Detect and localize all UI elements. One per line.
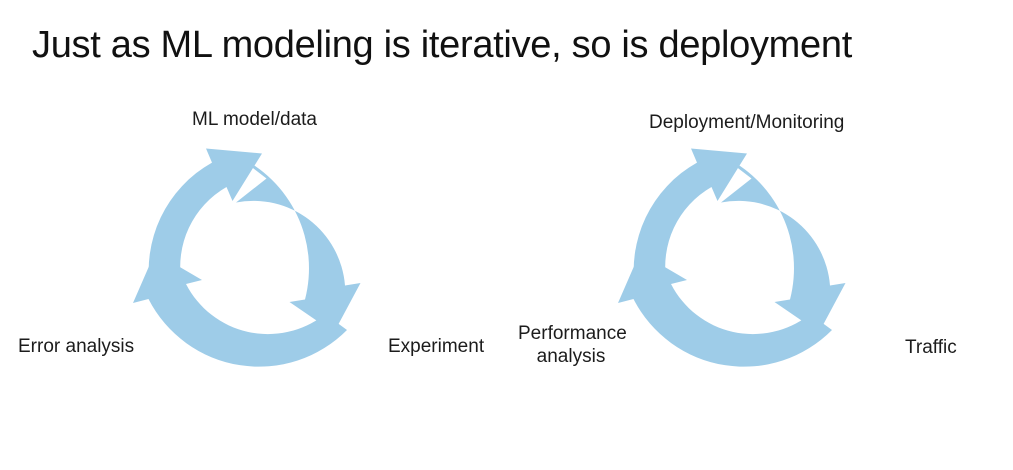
arrow-segment-right bbox=[236, 155, 361, 333]
cycle-label-left: Error analysis bbox=[18, 336, 135, 357]
page-title: Just as ML modeling is iterative, so is … bbox=[32, 24, 852, 66]
ml-modeling-cycle-diagram: ML model/data Experiment Error analysis bbox=[0, 100, 500, 430]
arrow-segment-top bbox=[633, 148, 747, 292]
cycle-label-right: Experiment bbox=[388, 336, 485, 357]
arrow-segment-left bbox=[133, 252, 347, 367]
cycle-label-left: Performance analysis bbox=[518, 322, 627, 368]
cycle-label-left-line1: Performance bbox=[518, 323, 627, 344]
cycle-ring bbox=[133, 148, 361, 367]
deployment-cycle-diagram: Deployment/Monitoring Traffic Performanc… bbox=[500, 100, 1000, 430]
cycle-label-top: ML model/data bbox=[192, 109, 317, 130]
deployment-cycle-graphic bbox=[618, 148, 846, 367]
cycle-label-right: Traffic bbox=[905, 337, 957, 358]
arrow-segment-top bbox=[148, 148, 262, 292]
cycle-ring bbox=[618, 148, 846, 367]
arrow-segment-right bbox=[721, 155, 846, 333]
arrow-segment-left bbox=[618, 252, 832, 367]
ml-modeling-cycle-graphic bbox=[133, 148, 361, 367]
cycle-label-left-line2: analysis bbox=[536, 346, 606, 367]
cycle-label-top: Deployment/Monitoring bbox=[649, 112, 845, 133]
